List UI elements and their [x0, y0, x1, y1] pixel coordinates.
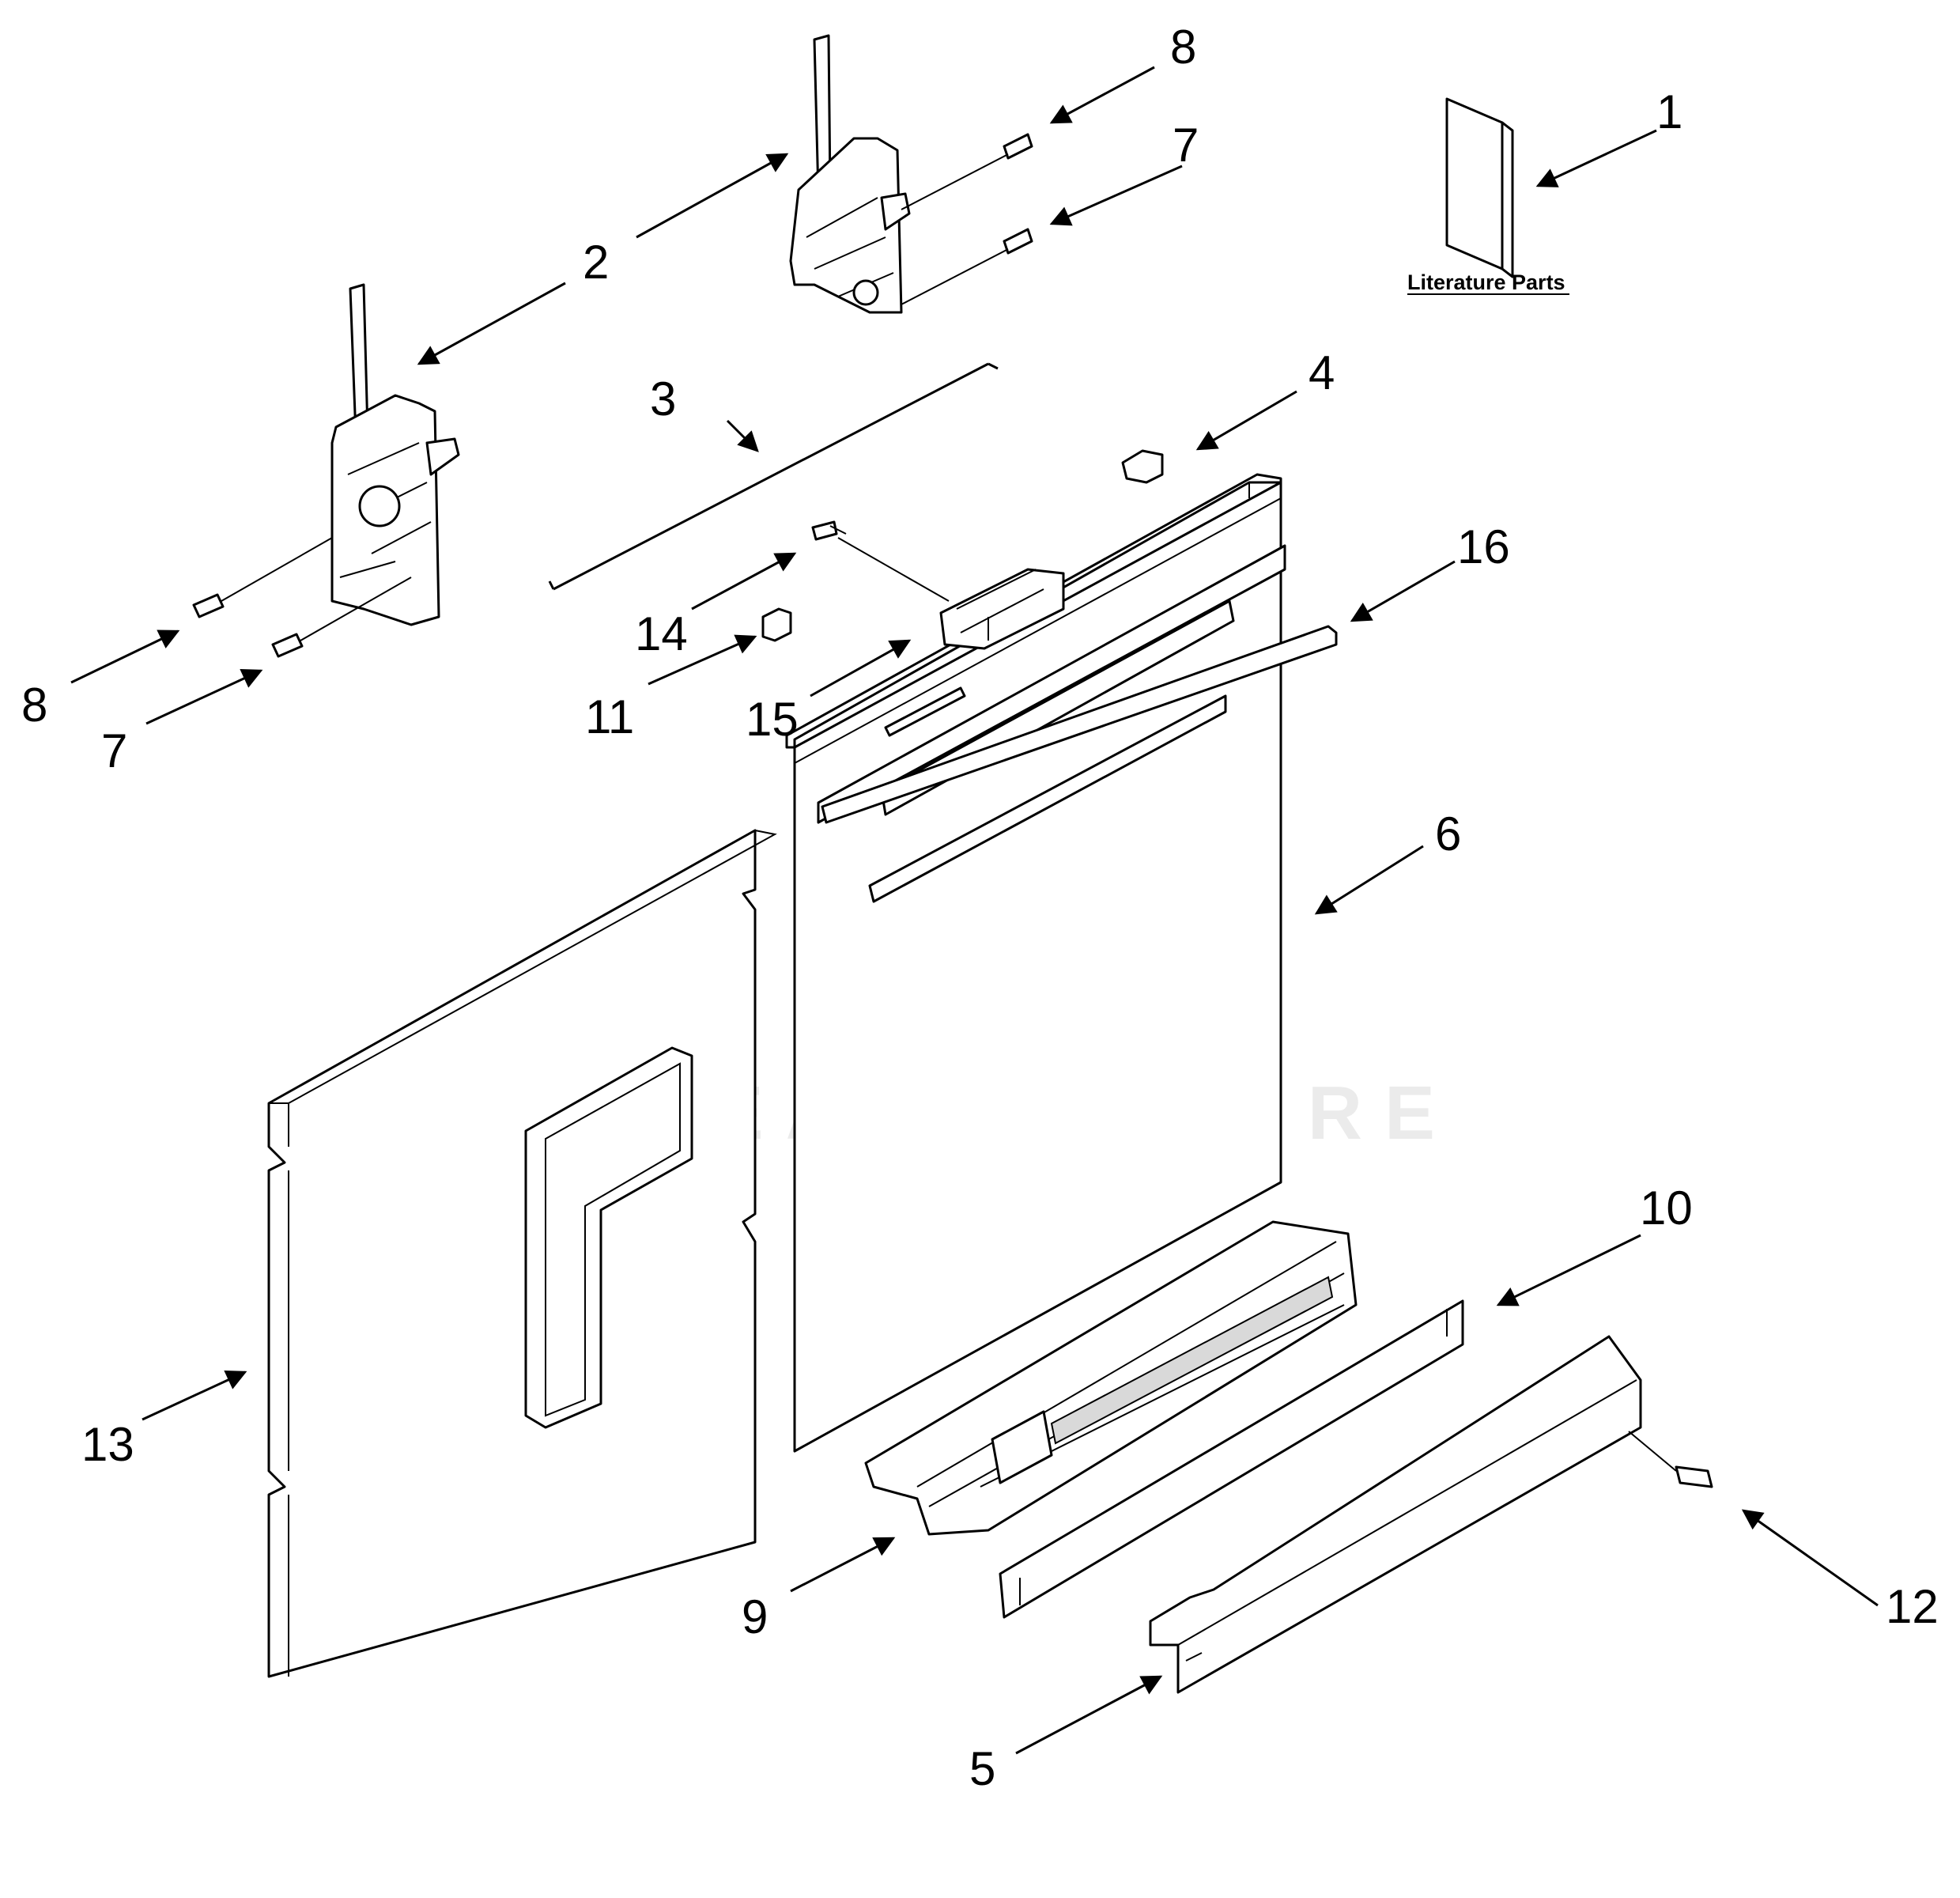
part-1-literature-booklet: Literature Parts [1407, 97, 1569, 295]
callout-7-left: 7 [101, 724, 127, 777]
leader-3 [726, 419, 759, 452]
leader-4 [1195, 390, 1297, 451]
part-12-screw [1628, 1431, 1713, 1488]
leader-2-top [636, 153, 789, 239]
leader-12 [1741, 1509, 1879, 1607]
part-6-outer-door-panel [785, 473, 1286, 1453]
leader-2-left [417, 282, 566, 365]
callout-15: 15 [746, 693, 799, 746]
callout-16: 16 [1457, 520, 1510, 573]
part-13-insulation-panel [267, 829, 777, 1678]
leader-7-top [1049, 164, 1183, 226]
callout-14: 14 [635, 607, 688, 660]
callout-numbers: 1 2 3 4 5 6 7 7 8 8 9 10 11 12 13 14 15 … [21, 21, 1939, 1795]
leader-6 [1314, 845, 1424, 915]
leader-10 [1496, 1234, 1641, 1306]
part-7-top-screw [901, 228, 1033, 305]
leader-5 [1015, 1675, 1163, 1755]
callout-5: 5 [969, 1742, 995, 1795]
callout-9: 9 [742, 1590, 768, 1643]
part-4-bracket [1121, 449, 1164, 484]
part-11-clip [761, 607, 792, 642]
leader-16 [1350, 560, 1456, 622]
callout-7-top: 7 [1173, 119, 1199, 172]
leader-9 [790, 1537, 896, 1593]
part-5-lower-panel [1149, 1335, 1642, 1694]
callout-13: 13 [81, 1418, 134, 1471]
leader-8-left [70, 630, 180, 684]
callout-6: 6 [1435, 807, 1461, 860]
leader-13 [142, 1371, 247, 1421]
callout-8-left: 8 [21, 679, 47, 732]
part-14-screw [811, 520, 847, 541]
part-8-top-screw [901, 133, 1033, 210]
leader-15 [810, 639, 912, 698]
part-10-toe-strip [999, 1299, 1464, 1619]
part-3-rod [548, 362, 999, 591]
leader-7-left [145, 669, 263, 725]
part-2-left-hinge [330, 283, 460, 626]
callout-11: 11 [585, 690, 634, 743]
callout-8-top: 8 [1170, 21, 1196, 74]
callout-4: 4 [1309, 346, 1335, 399]
part-16-trim-strip [821, 625, 1338, 824]
leader-11 [648, 634, 757, 686]
callout-10: 10 [1640, 1182, 1693, 1234]
callout-1: 1 [1656, 85, 1682, 138]
callout-2: 2 [583, 236, 609, 289]
literature-parts-label: Literature Parts [1407, 270, 1565, 294]
part-2-right-hinge [789, 34, 911, 314]
callout-3: 3 [650, 372, 676, 425]
leader-lines [70, 66, 1879, 1755]
leader-1 [1535, 129, 1657, 187]
leader-8-top [1049, 66, 1155, 124]
part-7-left-screw [271, 577, 412, 658]
leader-14 [691, 552, 797, 611]
part-9-bottom-vent [864, 1220, 1358, 1536]
part-15-handle [837, 537, 1065, 650]
callout-12: 12 [1886, 1580, 1939, 1633]
part-8-left-screw [192, 537, 333, 618]
